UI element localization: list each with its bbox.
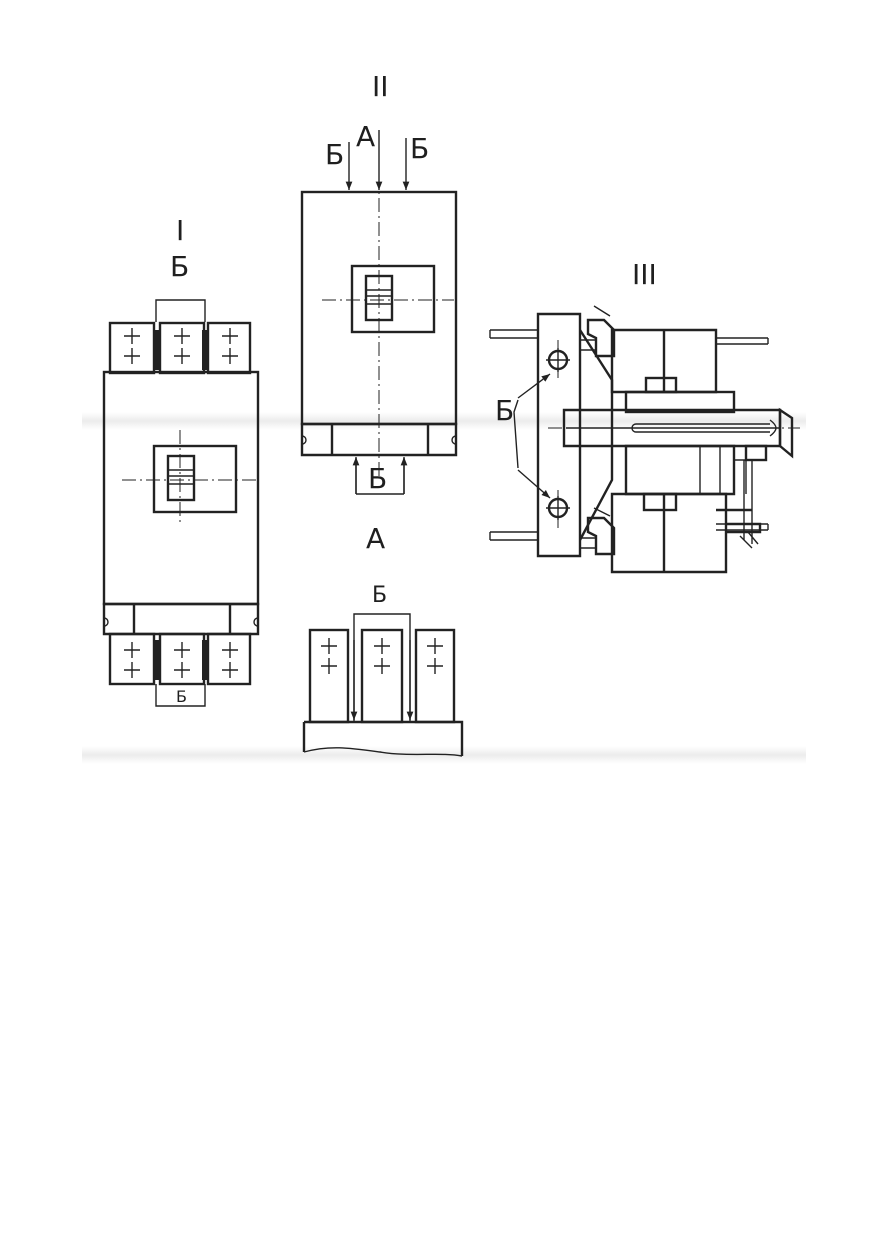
view-1-bottom-bracket: [155, 684, 206, 707]
view-2-marker-b-right: Б: [410, 132, 429, 165]
view-1-label: I: [176, 214, 184, 247]
view-a-base: [304, 720, 464, 756]
view-2-marker-a: А: [356, 120, 375, 153]
view-1-top-terminals: [108, 321, 252, 375]
view-1-top-bracket: [155, 299, 206, 322]
view-3-upper-block: [610, 328, 718, 394]
view-2-label: II: [372, 70, 389, 103]
view-a: А Б: [302, 522, 464, 757]
view-3-mounting-plate: [536, 312, 582, 558]
view-1-window: [152, 444, 238, 514]
view-1-handle: [166, 454, 196, 502]
view-2: II А Б Б Б: [300, 70, 458, 495]
view-a-label: А: [366, 522, 385, 555]
view-a-marker: Б: [372, 583, 387, 608]
view-3-lower-block: [610, 492, 728, 574]
view-1-bottom-marker: Б: [176, 687, 187, 706]
view-2-bottom-marker: Б: [368, 462, 387, 495]
view-1: I Б: [102, 214, 260, 707]
view-3-marker: Б: [495, 394, 514, 427]
view-2-marker-b-left: Б: [325, 138, 344, 171]
scan-band-upper: [82, 412, 806, 430]
view-2-window: [350, 264, 436, 334]
view-3: III Б: [489, 258, 800, 574]
view-1-bottom-terminals: [108, 632, 252, 686]
view-3-label: III: [632, 258, 657, 291]
view-a-terminals: [308, 628, 456, 724]
view-1-top-marker: Б: [170, 250, 189, 283]
